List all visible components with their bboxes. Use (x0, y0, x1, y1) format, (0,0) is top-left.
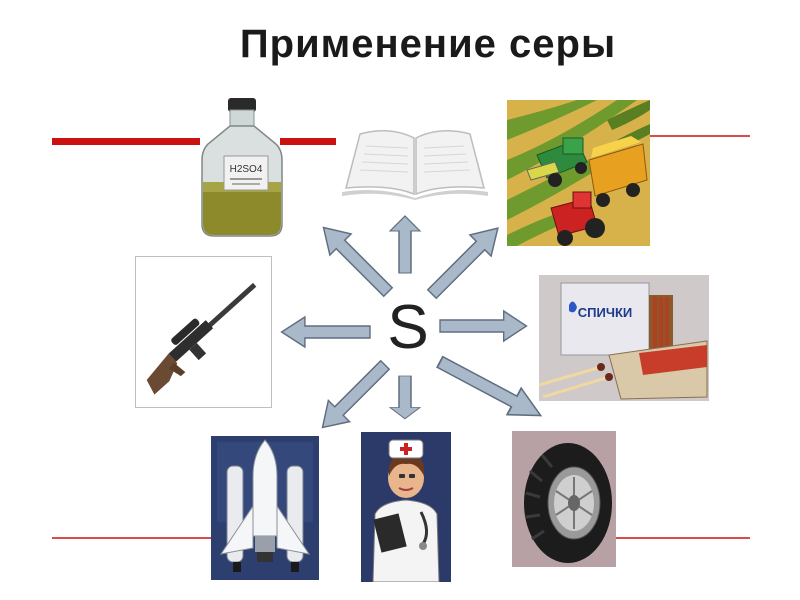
doctor-icon (361, 432, 451, 582)
arrow-right (439, 310, 528, 342)
arrow-up-left (312, 216, 400, 304)
arrow-up-right (420, 216, 510, 306)
page-title: Применение серы (239, 22, 617, 66)
sulfuric-acid-bottle-icon: H2SO4 (201, 98, 283, 237)
arrow-down-left (311, 353, 397, 439)
tire-icon (512, 431, 616, 567)
harvester-tractor-icon (507, 100, 650, 246)
sniper-rifle-icon (135, 256, 272, 408)
sulfur-symbol: S (387, 293, 428, 362)
matches-icon: СПИЧКИ (539, 275, 709, 401)
book-icon (342, 130, 488, 200)
bottle-label: H2SO4 (230, 164, 263, 175)
arrow-down-right (432, 347, 549, 430)
matchbox-label: СПИЧКИ (578, 305, 633, 320)
arrow-down (389, 375, 421, 420)
arrow-left (280, 316, 371, 348)
arrow-up (389, 215, 421, 274)
space-shuttle-icon (211, 436, 319, 580)
